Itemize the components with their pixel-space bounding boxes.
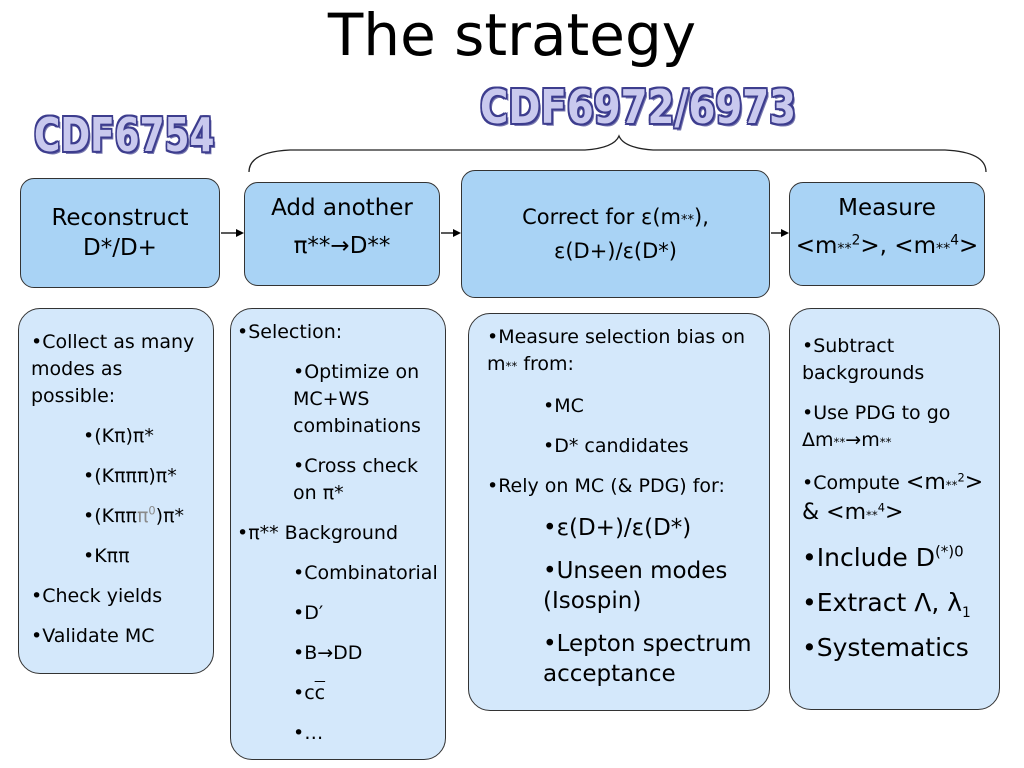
- unseen-modes-item: •Unseen modes (Isospin): [543, 558, 728, 614]
- step-correct-line2: ε(D+)/ε(D*): [554, 239, 677, 263]
- correct-details-box: •Measure selection bias on m** from: •MC…: [468, 313, 770, 711]
- mode-kpipipi-item: •(Kπππ)π*: [83, 465, 177, 487]
- ccbar-item: •cc: [293, 682, 326, 704]
- ellipsis-item: •…: [293, 722, 324, 744]
- check-yields-item: •Check yields: [31, 585, 163, 607]
- mc-item: •MC: [543, 395, 584, 417]
- cdf-note-tag-right: CDF6972/6973: [480, 80, 797, 134]
- step-add-pion-line2: π**→D**: [293, 233, 391, 259]
- lepton-spectrum-item: •Lepton spectrum acceptance: [543, 631, 752, 687]
- efficiency-ratio-item: •ε(D+)/ε(D*): [543, 515, 692, 541]
- measure-details-box: •Subtract backgrounds •Use PDG to go Δm*…: [789, 308, 1000, 710]
- step-add-pion-line1: Add another: [271, 195, 413, 221]
- mode-kpi-item: •(Kπ)π*: [83, 425, 154, 447]
- include-d0-item: •Include D(*)0: [802, 542, 964, 572]
- systematics-item: •Systematics: [802, 633, 969, 662]
- background-item: •π** Background: [237, 522, 399, 544]
- dprime-item: •D′: [293, 602, 324, 624]
- cross-check-item: •Cross check on π*: [293, 455, 418, 504]
- combinatorial-item: •Combinatorial: [293, 562, 438, 584]
- validate-mc-item: •Validate MC: [31, 625, 155, 647]
- optimize-item: •Optimize on MC+WS combinations: [293, 361, 421, 437]
- mode-kpipi0-item: •(Kπππ0)π*: [83, 503, 185, 527]
- step-correct-line1: Correct for ε(m**),: [522, 205, 709, 229]
- mode-kpipi-item: •Kππ: [83, 545, 130, 567]
- rely-on-mc-item: •Rely on MC (& PDG) for:: [487, 475, 725, 497]
- step-measure-line2: <m**2>, <m**4>: [795, 232, 979, 259]
- step-reconstruct-line2: D*/D+: [83, 235, 157, 261]
- add-pion-details-box: •Selection: •Optimize on MC+WS combinati…: [230, 308, 446, 760]
- step-reconstruct-line1: Reconstruct: [51, 205, 189, 231]
- reconstruct-details-box: •Collect as many modes as possible: •(Kπ…: [18, 308, 214, 674]
- step-add-pion-box: Add another π**→D**: [244, 182, 440, 286]
- arrow-right-icon: [221, 229, 244, 237]
- collect-modes-item: •Collect as many modes as possible:: [31, 331, 195, 407]
- extract-lambda-item: •Extract Λ, λ1: [802, 588, 971, 621]
- arrow-right-icon: [441, 229, 461, 237]
- use-pdg-item: •Use PDG to go Δm**→m**: [802, 402, 951, 451]
- measure-bias-item: •Measure selection bias on m** from:: [487, 326, 746, 375]
- dstar-candidates-item: •D* candidates: [543, 435, 689, 457]
- step-correct-box: Correct for ε(m**), ε(D+)/ε(D*): [461, 170, 770, 298]
- curly-brace: [248, 134, 987, 173]
- step-measure-box: Measure <m**2>, <m**4>: [789, 182, 985, 286]
- cdf-note-tag-left: CDF6754: [34, 108, 215, 162]
- b-to-dd-item: •B→DD: [293, 642, 363, 664]
- slide-title: The strategy: [327, 1, 697, 69]
- subtract-backgrounds-item: •Subtract backgrounds: [802, 335, 925, 384]
- selection-item: •Selection:: [237, 321, 343, 343]
- arrow-right-icon: [771, 229, 789, 237]
- step-measure-line1: Measure: [838, 195, 936, 221]
- step-reconstruct-box: Reconstruct D*/D+: [20, 178, 220, 288]
- compute-moments-item: •Compute <m**2>& <m**4>: [802, 470, 984, 525]
